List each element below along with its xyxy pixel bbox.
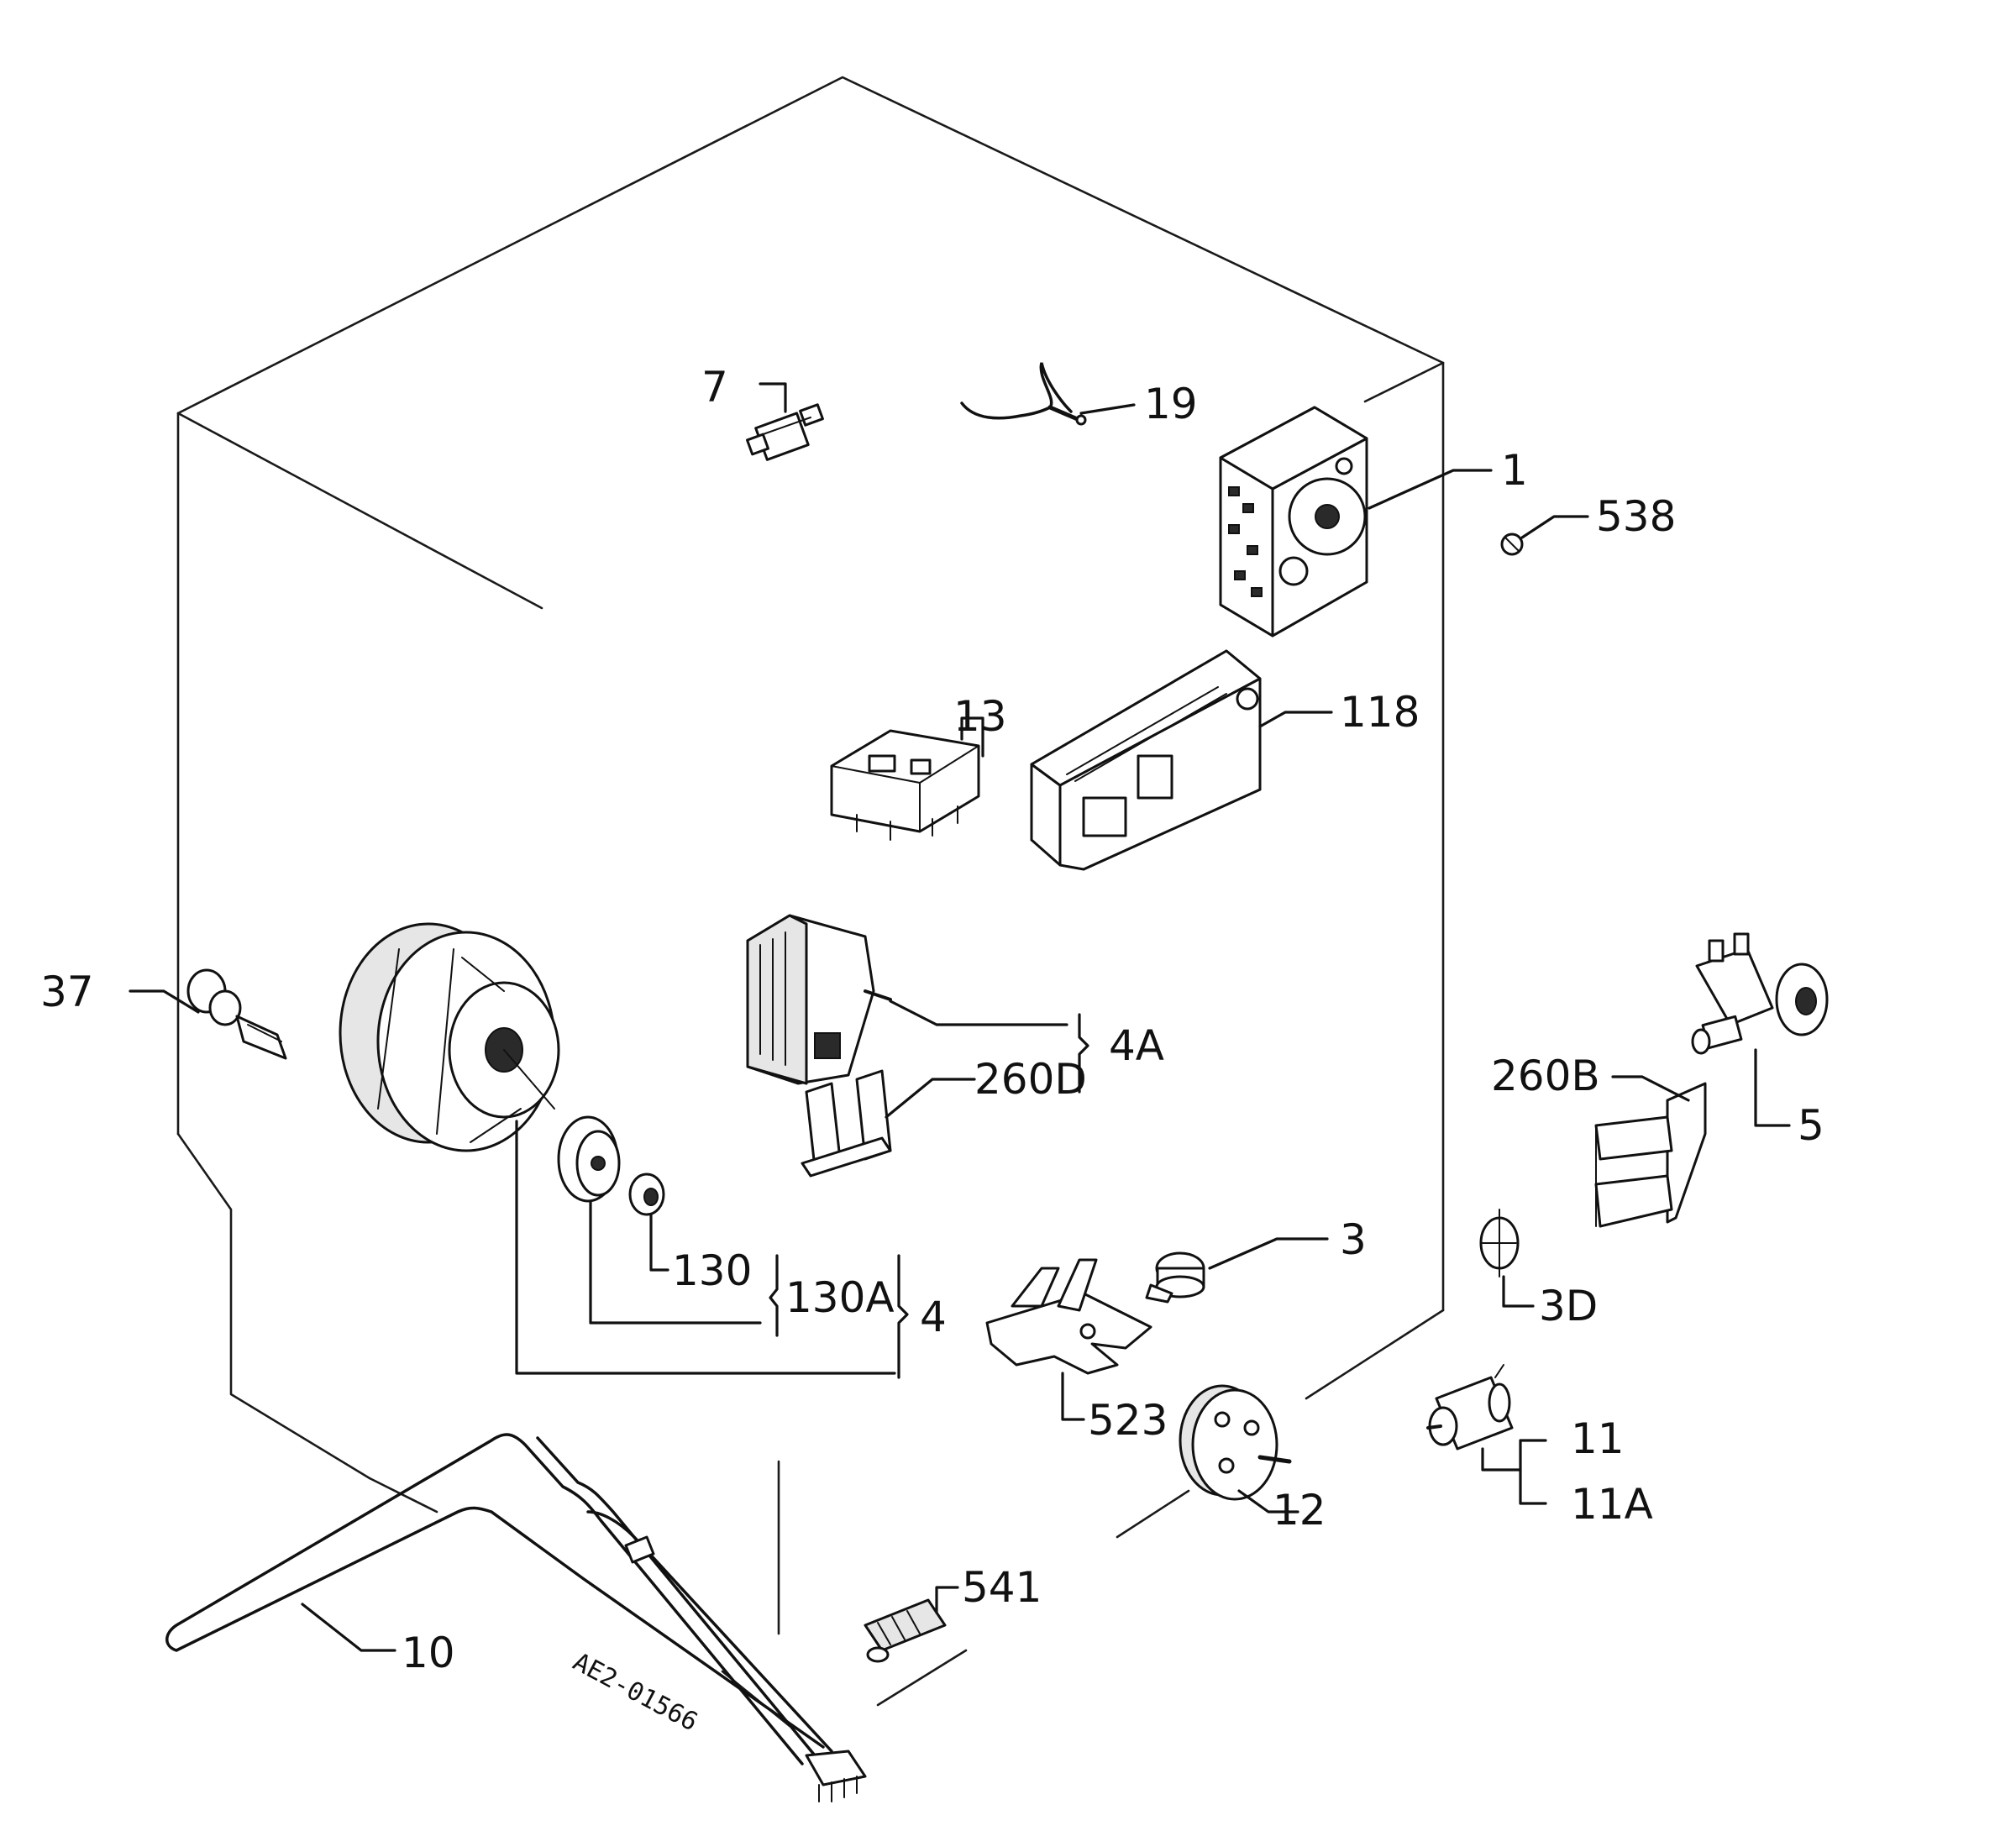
leader-260b [1611, 1075, 1690, 1102]
label-5: 5 [1798, 1101, 1824, 1150]
part-13-switch-block[interactable] [830, 729, 980, 841]
part-3d-clip[interactable] [1479, 1209, 1520, 1278]
leader-13 [960, 716, 984, 758]
leader-3 [1208, 1237, 1329, 1270]
label-541: 541 [962, 1563, 1042, 1612]
brace-130a [769, 1254, 779, 1337]
label-7: 7 [701, 363, 728, 412]
part-10-heating-element[interactable] [165, 1433, 867, 1802]
label-19: 19 [1144, 380, 1198, 428]
label-11: 11 [1571, 1414, 1625, 1463]
part-19-wire[interactable] [960, 362, 1087, 426]
leader-1 [1368, 469, 1493, 510]
part-541-filter[interactable] [864, 1598, 947, 1663]
label-4a: 4A [1109, 1021, 1164, 1070]
leader-19 [1079, 403, 1136, 415]
part-4-motor[interactable] [339, 922, 560, 1152]
leader-5 [1754, 1048, 1791, 1127]
label-260b: 260B [1491, 1052, 1600, 1100]
part-260d-bracket[interactable] [801, 1069, 892, 1178]
brace-4 [897, 1254, 909, 1379]
label-1: 1 [1501, 446, 1528, 495]
part-130-bearing[interactable] [628, 1173, 665, 1216]
leader-541 [935, 1586, 959, 1614]
label-538: 538 [1596, 492, 1676, 541]
part-12-pressure-switch[interactable] [1179, 1384, 1292, 1501]
part-130a-pulley[interactable] [557, 1115, 621, 1203]
leader-118 [1258, 711, 1333, 728]
label-37: 37 [40, 968, 94, 1016]
leader-538 [1520, 515, 1589, 539]
label-13: 13 [953, 692, 1007, 741]
drawing-code: AE2-01566 [568, 1647, 702, 1737]
label-3d: 3D [1539, 1282, 1598, 1330]
leader-130a [589, 1199, 762, 1325]
leader-37 [129, 989, 200, 1014]
leader-11a [1519, 1468, 1547, 1505]
leader-523 [1061, 1372, 1085, 1421]
label-3: 3 [1340, 1215, 1367, 1264]
label-118: 118 [1340, 688, 1420, 737]
label-130a: 130A [785, 1273, 895, 1322]
leader-4a [889, 999, 1068, 1026]
leader-130 [649, 1213, 669, 1272]
part-4a-pump[interactable] [746, 914, 892, 1085]
part-1-timer[interactable] [1219, 406, 1368, 637]
part-260b-bracket[interactable] [1594, 1082, 1707, 1228]
part-7-switch[interactable] [746, 403, 824, 461]
part-3-thermostat[interactable] [1145, 1251, 1205, 1304]
label-10: 10 [402, 1629, 455, 1677]
leader-4 [515, 1120, 896, 1375]
label-11a: 11A [1571, 1480, 1653, 1529]
part-538-plug[interactable] [1500, 533, 1524, 556]
part-118-control-module[interactable] [1030, 649, 1262, 871]
part-5-inlet-valve[interactable] [1691, 932, 1829, 1055]
leader-3d [1502, 1275, 1535, 1308]
label-523: 523 [1088, 1396, 1168, 1445]
label-260d: 260D [974, 1055, 1087, 1104]
leader-11 [1481, 1439, 1547, 1472]
label-4: 4 [920, 1293, 947, 1341]
leader-7 [759, 382, 787, 413]
label-12: 12 [1273, 1486, 1326, 1535]
part-523-bracket[interactable] [985, 1258, 1152, 1375]
leader-260d [885, 1078, 976, 1119]
label-130: 130 [672, 1246, 752, 1295]
brace-4a [1078, 1013, 1089, 1094]
leader-10 [301, 1603, 396, 1652]
part-37-connector[interactable] [186, 968, 287, 1060]
part-11-capacitor[interactable] [1426, 1364, 1514, 1451]
leader-12 [1237, 1489, 1299, 1514]
